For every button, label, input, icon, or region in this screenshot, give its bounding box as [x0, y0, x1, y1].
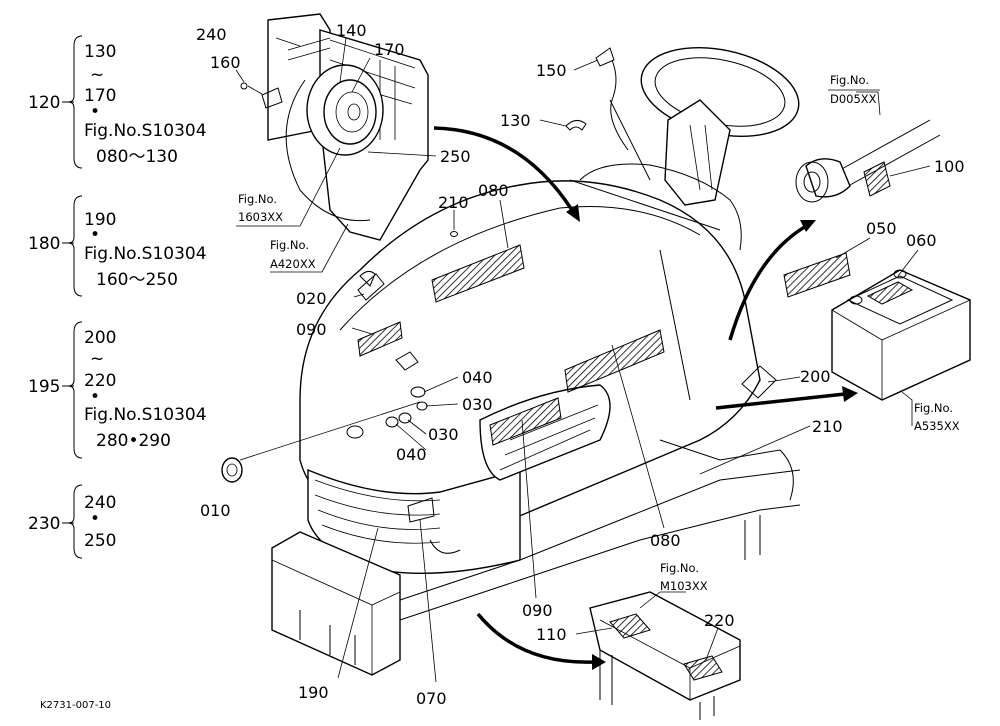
callout-040-lower: 040 [396, 445, 427, 464]
decal-050 [783, 252, 851, 298]
callout-030-upper: 030 [462, 395, 493, 414]
callout-030-lower: 030 [428, 425, 459, 444]
svg-text:A420XX: A420XX [270, 257, 316, 271]
callout-080-top: 080 [478, 181, 509, 200]
callout-170: 170 [374, 40, 405, 59]
svg-text:D005XX: D005XX [830, 92, 877, 106]
callout-labels: 240 140 170 160 250 150 130 210 080 100 … [196, 21, 965, 708]
legend-group-number: 180 [28, 234, 60, 254]
decal-220 [683, 655, 723, 681]
decal-100 [863, 161, 891, 197]
legend-line: • [90, 225, 100, 245]
frame [271, 439, 801, 676]
legend-group-120: 120 130 ~ 170 • Fig.No.S10304 080～130 [28, 35, 207, 169]
legend-line: 220 [84, 371, 116, 391]
callout-090-bottom: 090 [522, 601, 553, 620]
legend-group-230: 230 240 • 250 [28, 484, 116, 559]
legend-line: 240 [84, 493, 116, 513]
legend-line: • [90, 102, 100, 122]
legend-line: 080～130 [96, 147, 178, 167]
decal-110 [609, 613, 651, 639]
callout-250: 250 [440, 147, 471, 166]
hood [299, 163, 761, 575]
legend-line: 280•290 [96, 431, 171, 451]
callout-arrows [433, 126, 858, 670]
callout-100: 100 [934, 157, 965, 176]
legend-line: 130 [84, 42, 116, 62]
svg-text:Fig.No.: Fig.No. [238, 192, 277, 206]
part-010 [221, 457, 243, 483]
loose-parts [221, 47, 777, 483]
legend-line: 200 [84, 328, 116, 348]
decal-090-left [357, 321, 403, 357]
steering-column [609, 46, 800, 206]
legend-group-number: 195 [28, 377, 60, 397]
callout-090-left: 090 [296, 320, 327, 339]
svg-text:A535XX: A535XX [914, 419, 960, 433]
legend-group-180: 180 190 • Fig.No.S10304 160～250 [28, 195, 207, 297]
legend: 120 130 ~ 170 • Fig.No.S10304 080～130 18… [28, 35, 207, 559]
figref-A535XX: Fig.No. A535XX [914, 401, 960, 433]
legend-group-195: 195 200 ~ 220 • Fig.No.S10304 280•290 [28, 321, 207, 459]
svg-text:Fig.No.: Fig.No. [270, 238, 309, 252]
legend-line: 190 [84, 210, 116, 230]
svg-text:1603XX: 1603XX [238, 210, 283, 224]
svg-text:Fig.No.: Fig.No. [914, 401, 953, 415]
callout-240: 240 [196, 25, 227, 44]
callout-080-right: 080 [650, 531, 681, 550]
callout-160: 160 [210, 53, 241, 72]
svg-text:M103XX: M103XX [660, 579, 708, 593]
part-150 [595, 47, 615, 67]
callout-050: 050 [866, 219, 897, 238]
battery [783, 252, 971, 401]
leader-lines [235, 37, 931, 683]
legend-line: ~ [90, 349, 104, 369]
svg-text:Fig.No.: Fig.No. [830, 73, 869, 87]
figure-references: Fig.No. 1603XX Fig.No. A420XX Fig.No. D0… [238, 73, 960, 593]
legend-line: 250 [84, 531, 116, 551]
part-020 [357, 273, 385, 301]
legend-line: Fig.No.S10304 [84, 405, 207, 425]
figref-M103XX: Fig.No. M103XX [660, 561, 708, 593]
legend-group-number: 230 [28, 514, 60, 534]
legend-line: Fig.No.S10304 [84, 244, 207, 264]
callout-060: 060 [906, 231, 937, 250]
callout-220: 220 [704, 611, 735, 630]
part-130 [565, 120, 587, 131]
decal-060 [866, 281, 914, 305]
figref-A420XX: Fig.No. A420XX [270, 238, 316, 271]
callout-010: 010 [200, 501, 231, 520]
callout-110: 110 [536, 625, 567, 644]
figref-1603XX: Fig.No. 1603XX [238, 192, 283, 224]
legend-line: 160～250 [96, 270, 178, 290]
callout-190: 190 [298, 683, 329, 702]
callout-040-upper: 040 [462, 368, 493, 387]
callout-200: 200 [800, 367, 831, 386]
frame-detail [589, 591, 741, 720]
part-200 [741, 365, 777, 399]
callout-210-right: 210 [812, 417, 843, 436]
legend-line: 170 [84, 86, 116, 106]
figref-D005XX: Fig.No. D005XX [828, 73, 880, 106]
radiator-assembly [240, 13, 429, 241]
callout-140: 140 [336, 21, 367, 40]
svg-text:Fig.No.: Fig.No. [660, 561, 699, 575]
decal-080-right [564, 329, 665, 393]
legend-group-number: 120 [28, 93, 60, 113]
callout-070: 070 [416, 689, 447, 708]
legend-line: Fig.No.S10304 [84, 121, 207, 141]
callout-210-top: 210 [438, 193, 469, 212]
legend-line: • [90, 387, 100, 407]
callout-020: 020 [296, 289, 327, 308]
callout-130: 130 [500, 111, 531, 130]
decal-090-side [489, 397, 562, 446]
callout-150: 150 [536, 61, 567, 80]
filler-cap [795, 119, 941, 203]
decal-080-top [431, 244, 525, 303]
part-210 [450, 231, 458, 237]
legend-line: ~ [90, 65, 104, 85]
drawing-code: K2731-007-10 [40, 700, 111, 711]
legend-line: • [90, 509, 100, 529]
